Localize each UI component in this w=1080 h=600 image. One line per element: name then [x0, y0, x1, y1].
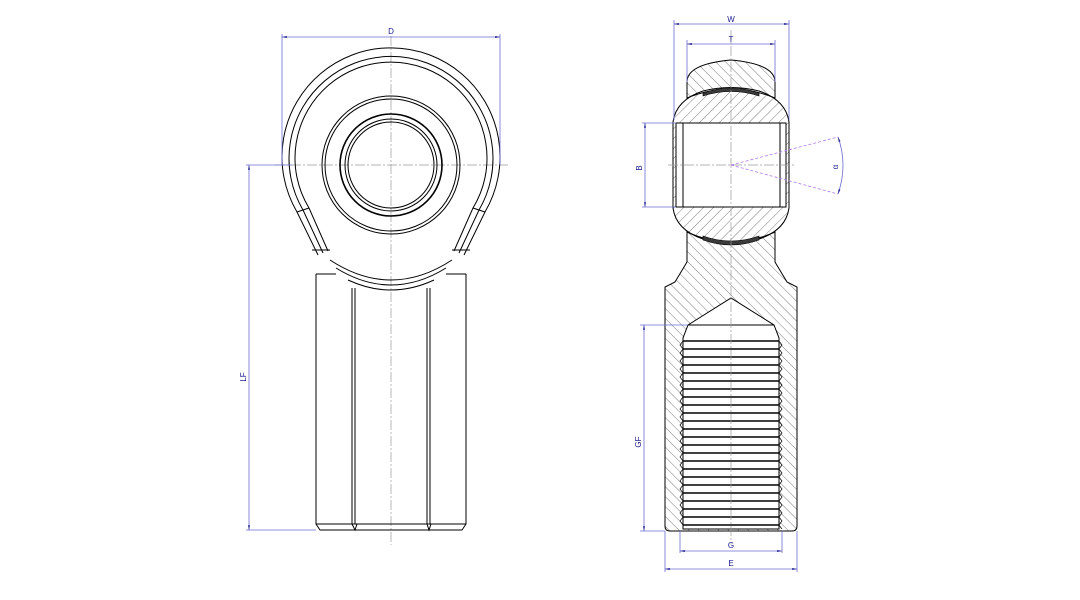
dimension-B: B: [635, 122, 676, 208]
dimension-label-E: E: [728, 559, 733, 568]
ball-circle: [339, 113, 443, 217]
front-view: D LF: [239, 27, 508, 545]
dimension-label-GF: GF: [634, 436, 643, 447]
neck-arc-2: [335, 267, 447, 286]
dimension-G: G: [679, 531, 783, 553]
dimension-label-W: W: [727, 15, 735, 24]
neck-arc-1: [329, 259, 453, 281]
dimension-label-LF: LF: [239, 372, 248, 381]
bore-outer-circle: [344, 118, 438, 212]
section-view: W T B α GF: [634, 15, 844, 572]
dimension-label-D: D: [388, 27, 394, 36]
dimension-alpha: α: [730, 136, 844, 195]
dimension-LF: LF: [239, 164, 316, 531]
shank: [315, 273, 467, 532]
dimension-label-B: B: [635, 165, 644, 170]
dimension-label-alpha: α: [831, 164, 840, 169]
dimension-label-T: T: [729, 35, 734, 44]
dimension-label-G: G: [728, 541, 734, 550]
dimension-D: D: [281, 27, 501, 165]
neck-arc-3: [347, 279, 435, 291]
outer-race-inner-circle: [324, 98, 458, 232]
bore-circle: [347, 121, 435, 209]
dimension-W: W: [673, 15, 790, 120]
dimension-E: E: [664, 531, 798, 572]
dimension-GF: GF: [634, 324, 688, 532]
liner-bottom: [702, 235, 760, 246]
outer-race-circle: [321, 95, 461, 235]
dimension-T: T: [686, 35, 776, 82]
liner-top: [702, 87, 760, 97]
